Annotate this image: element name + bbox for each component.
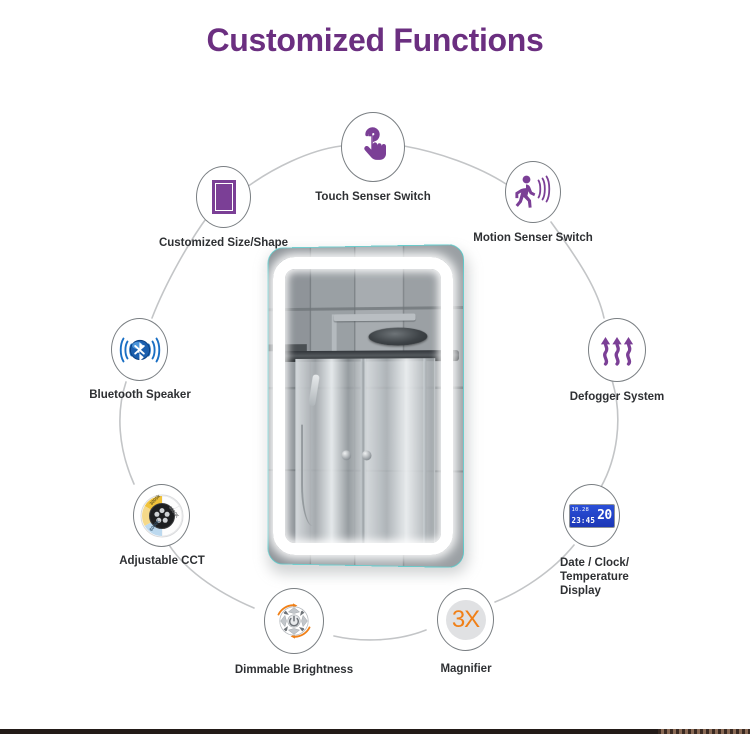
feature-icon-circle bbox=[264, 588, 324, 654]
feature-label: Motion Senser Switch bbox=[473, 232, 593, 244]
feature-icon-circle: 10.28 23:45 20 bbox=[563, 484, 620, 547]
feature-label: Magnifier bbox=[440, 663, 492, 675]
dimmer-wheel-icon bbox=[277, 603, 311, 639]
heat-waves-icon bbox=[600, 337, 634, 366]
feature-adjustable-cct[interactable]: 3000k 4000K 6000K Adjustable CCT bbox=[119, 484, 205, 567]
touch-hand-icon bbox=[364, 127, 386, 160]
led-mirror-product-image bbox=[262, 244, 472, 574]
feature-label: Dimmable Brightness bbox=[234, 664, 354, 676]
feature-icon-circle: 3X bbox=[437, 588, 494, 651]
feature-label: Touch Senser Switch bbox=[315, 191, 431, 203]
feature-dimmable-brightness[interactable]: Dimmable Brightness bbox=[235, 588, 353, 676]
lcd-date: 10.28 bbox=[571, 506, 590, 513]
feature-customized-size-shape[interactable]: Customized Size/Shape bbox=[159, 166, 288, 249]
feature-icon-circle bbox=[588, 318, 646, 382]
feature-label: Customized Size/Shape bbox=[158, 237, 289, 249]
feature-icon-circle bbox=[196, 166, 251, 228]
feature-date-clock-temperature[interactable]: 10.28 23:45 20 Date / Clock/ Temperature… bbox=[560, 484, 629, 597]
feature-label: Bluetooth Speaker bbox=[89, 389, 191, 401]
feature-magnifier[interactable]: 3X Magnifier bbox=[437, 588, 494, 675]
lcd-right-column: 20 bbox=[597, 507, 612, 525]
lcd-time: 23:45 bbox=[571, 515, 596, 525]
feature-label: Adjustable CCT bbox=[119, 555, 205, 567]
bottom-divider-accent bbox=[658, 729, 750, 734]
magnifier-3x-icon: 3X bbox=[445, 599, 486, 640]
rectangle-frame-icon bbox=[211, 180, 236, 214]
magnifier-value: 3X bbox=[451, 605, 480, 633]
feature-motion-sensor-switch[interactable]: Motion Senser Switch bbox=[473, 161, 593, 244]
feature-label: Defogger System bbox=[569, 391, 665, 403]
feature-bluetooth-speaker[interactable]: Bluetooth Speaker bbox=[89, 318, 191, 401]
color-temperature-ring-icon: 3000k 4000K 6000K bbox=[140, 493, 183, 537]
page-title: Customized Functions bbox=[206, 22, 544, 58]
walking-person-icon bbox=[515, 175, 551, 208]
bottom-divider bbox=[0, 729, 750, 734]
bluetooth-speaker-icon bbox=[119, 337, 160, 362]
lcd-temperature: 20 bbox=[597, 508, 612, 523]
feature-icon-circle: 3000k 4000K 6000K bbox=[133, 484, 190, 547]
feature-touch-sensor-switch[interactable]: Touch Senser Switch bbox=[315, 112, 431, 203]
feature-icon-circle bbox=[505, 161, 561, 223]
feature-label: Date / Clock/ Temperature Display bbox=[560, 557, 630, 597]
feature-icon-circle bbox=[341, 112, 405, 182]
feature-defogger-system[interactable]: Defogger System bbox=[570, 318, 664, 403]
lcd-display-icon: 10.28 23:45 20 bbox=[568, 503, 615, 528]
led-glow-frame bbox=[273, 257, 453, 555]
lcd-left-column: 10.28 23:45 bbox=[572, 507, 596, 525]
feature-icon-circle bbox=[111, 318, 168, 381]
